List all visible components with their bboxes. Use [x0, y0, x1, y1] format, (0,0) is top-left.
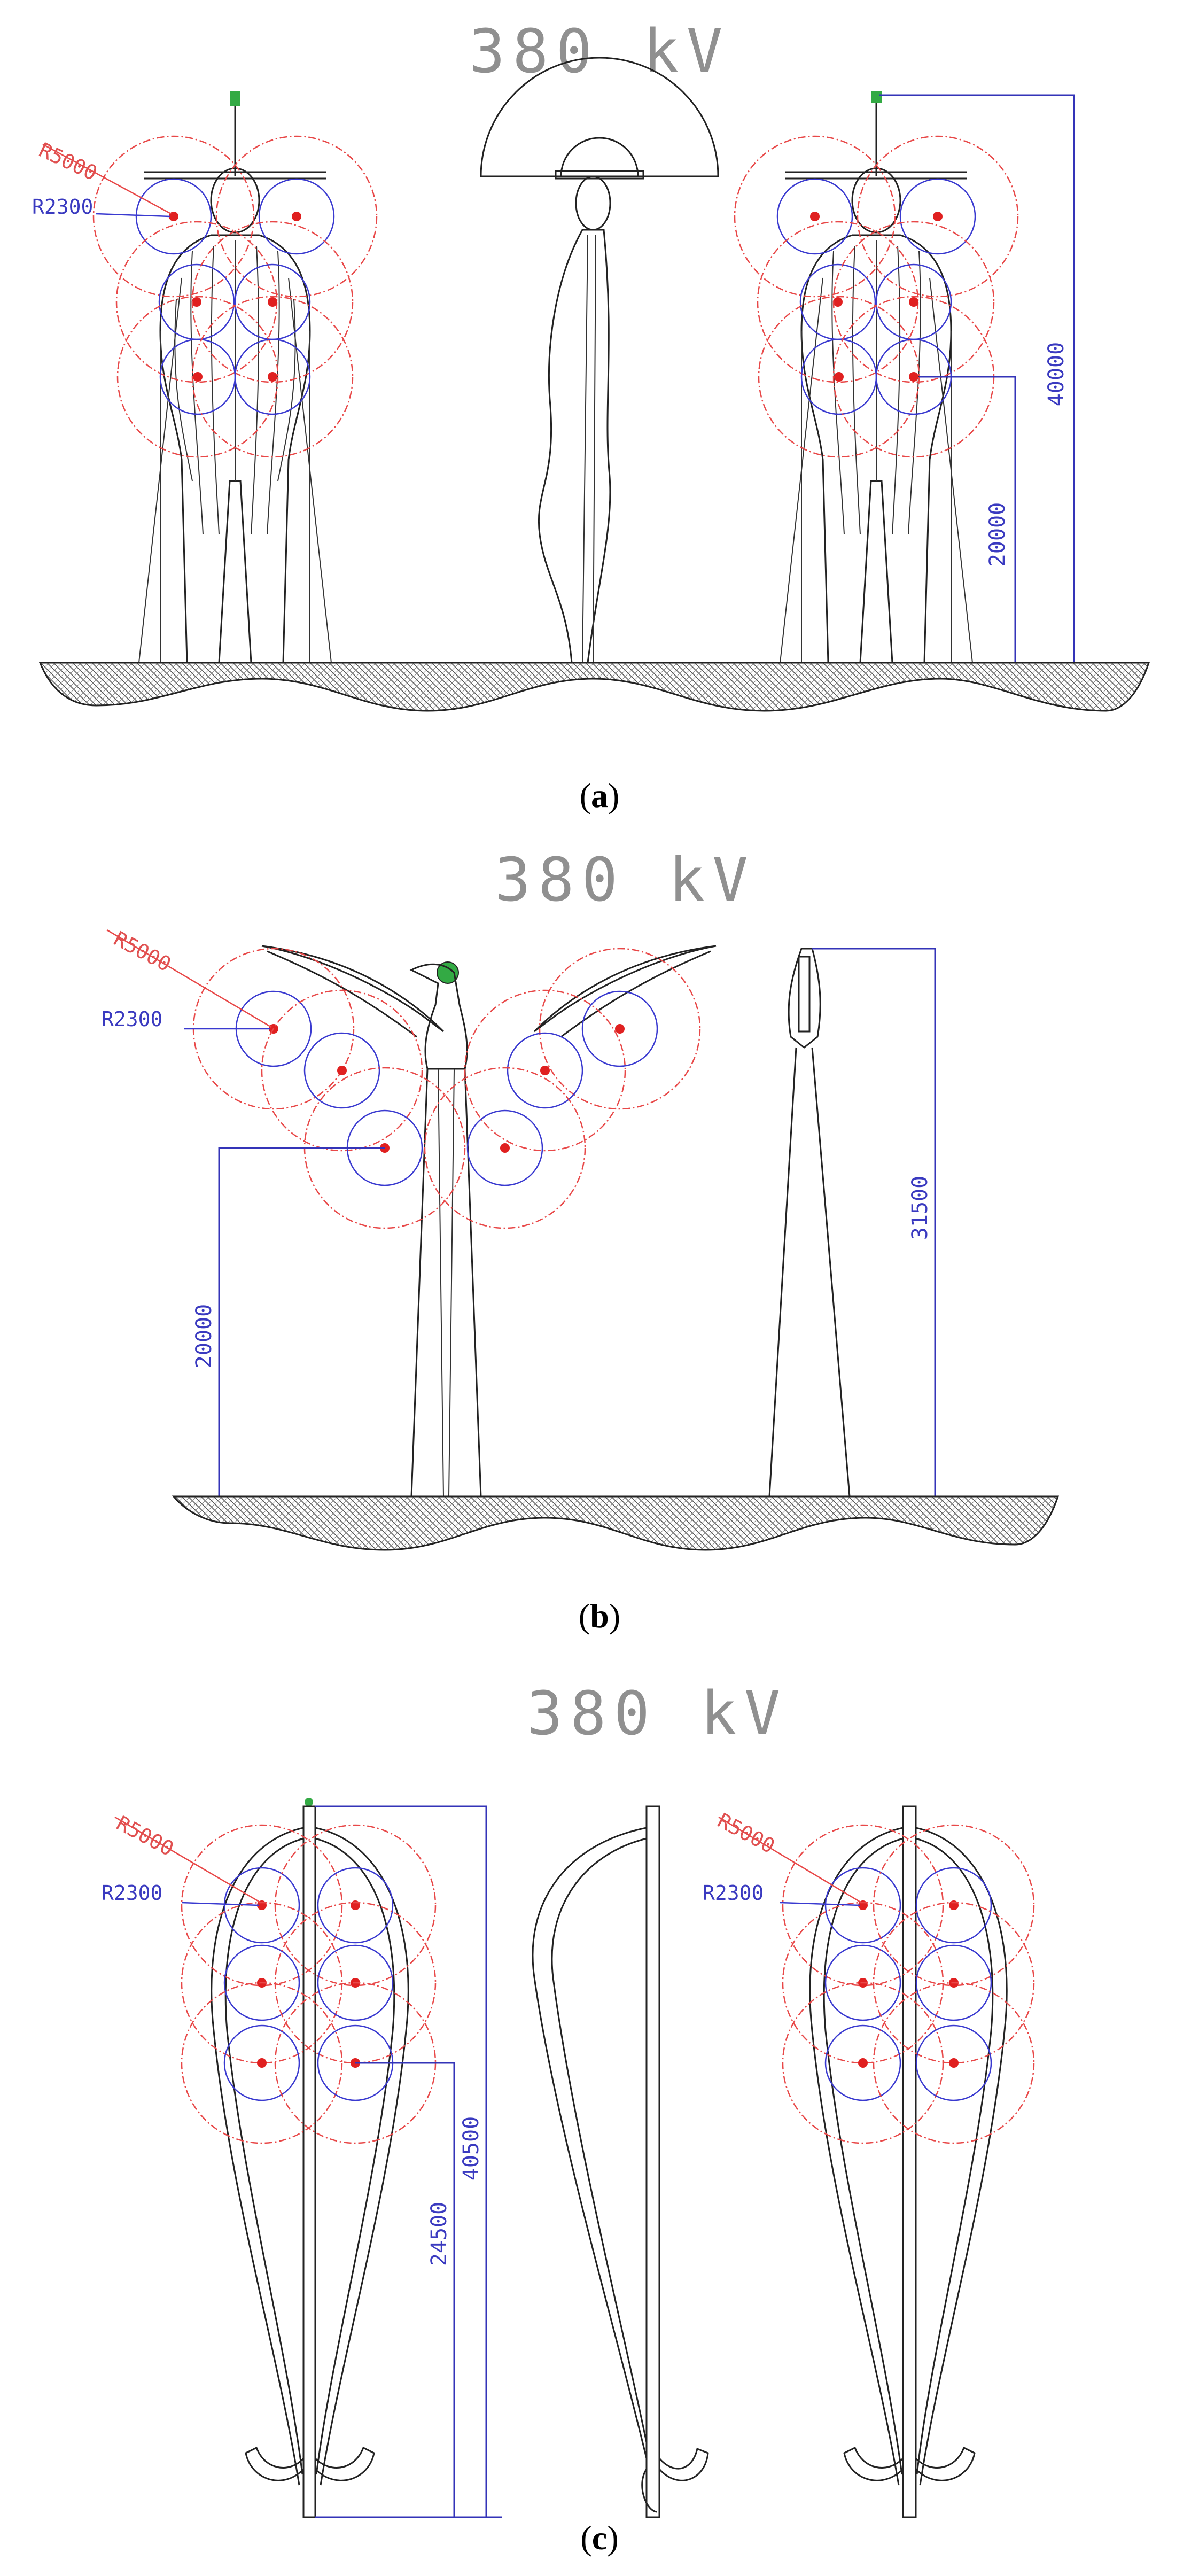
dim-c-24500: 24500 — [427, 2202, 451, 2266]
label-r5000-c-left: R5000 — [113, 1811, 178, 1861]
label-r5000-c-right: R5000 — [714, 1809, 779, 1858]
panel-a-title: 380 kV — [469, 17, 730, 87]
tower-b-side: 31500 — [768, 948, 936, 1497]
panel-c-title: 380 kV — [527, 1679, 788, 1749]
label-r2300-b: R2300 — [102, 1007, 162, 1031]
dim-c-40500: 40500 — [459, 2116, 484, 2181]
tower-a-front-left: R5000 R2300 — [32, 91, 378, 664]
dim-b-20000: 20000 — [192, 1304, 216, 1368]
tower-a-side — [480, 57, 719, 664]
label-r2300-c-left: R2300 — [102, 1881, 162, 1905]
dim-a-20000: 20000 — [985, 502, 1010, 567]
tower-c-side — [532, 1805, 709, 2518]
ground-a — [38, 662, 1150, 712]
caption-c: c — [592, 2519, 607, 2557]
label-r5000-b: R5000 — [110, 927, 175, 976]
caption-b: b — [590, 1597, 609, 1635]
label-r5000-a: R5000 — [35, 138, 100, 185]
tower-c-front-left: R5000 R2300 24500 40500 — [102, 1798, 502, 2518]
ground-b — [172, 1495, 1060, 1551]
panel-b: 380 kV R5000 R2300 — [102, 845, 1060, 1635]
label-r2300-a: R2300 — [32, 195, 93, 219]
panel-b-title: 380 kV — [495, 845, 756, 915]
svg-text:(c): (c) — [580, 2519, 618, 2557]
dim-a-40000: 40000 — [1044, 342, 1069, 406]
tower-a-front-right: 20000 40000 — [734, 91, 1085, 664]
tower-c-front-right: R5000 R2300 — [703, 1805, 1035, 2518]
svg-text:(b): (b) — [579, 1597, 620, 1635]
conductor-group-b — [192, 948, 701, 1229]
shield-wire-top — [230, 91, 240, 106]
panel-c: 380 kV R5000 R2300 — [102, 1679, 1035, 2557]
label-r2300-c-right: R2300 — [703, 1881, 764, 1905]
panel-a: 380 kV R5000 R2300 — [32, 17, 1150, 814]
svg-text:(a): (a) — [580, 777, 620, 814]
caption-a: a — [591, 777, 608, 814]
tower-b-front: R5000 R2300 20000 — [102, 927, 717, 1497]
dim-b-31500: 31500 — [908, 1176, 932, 1240]
